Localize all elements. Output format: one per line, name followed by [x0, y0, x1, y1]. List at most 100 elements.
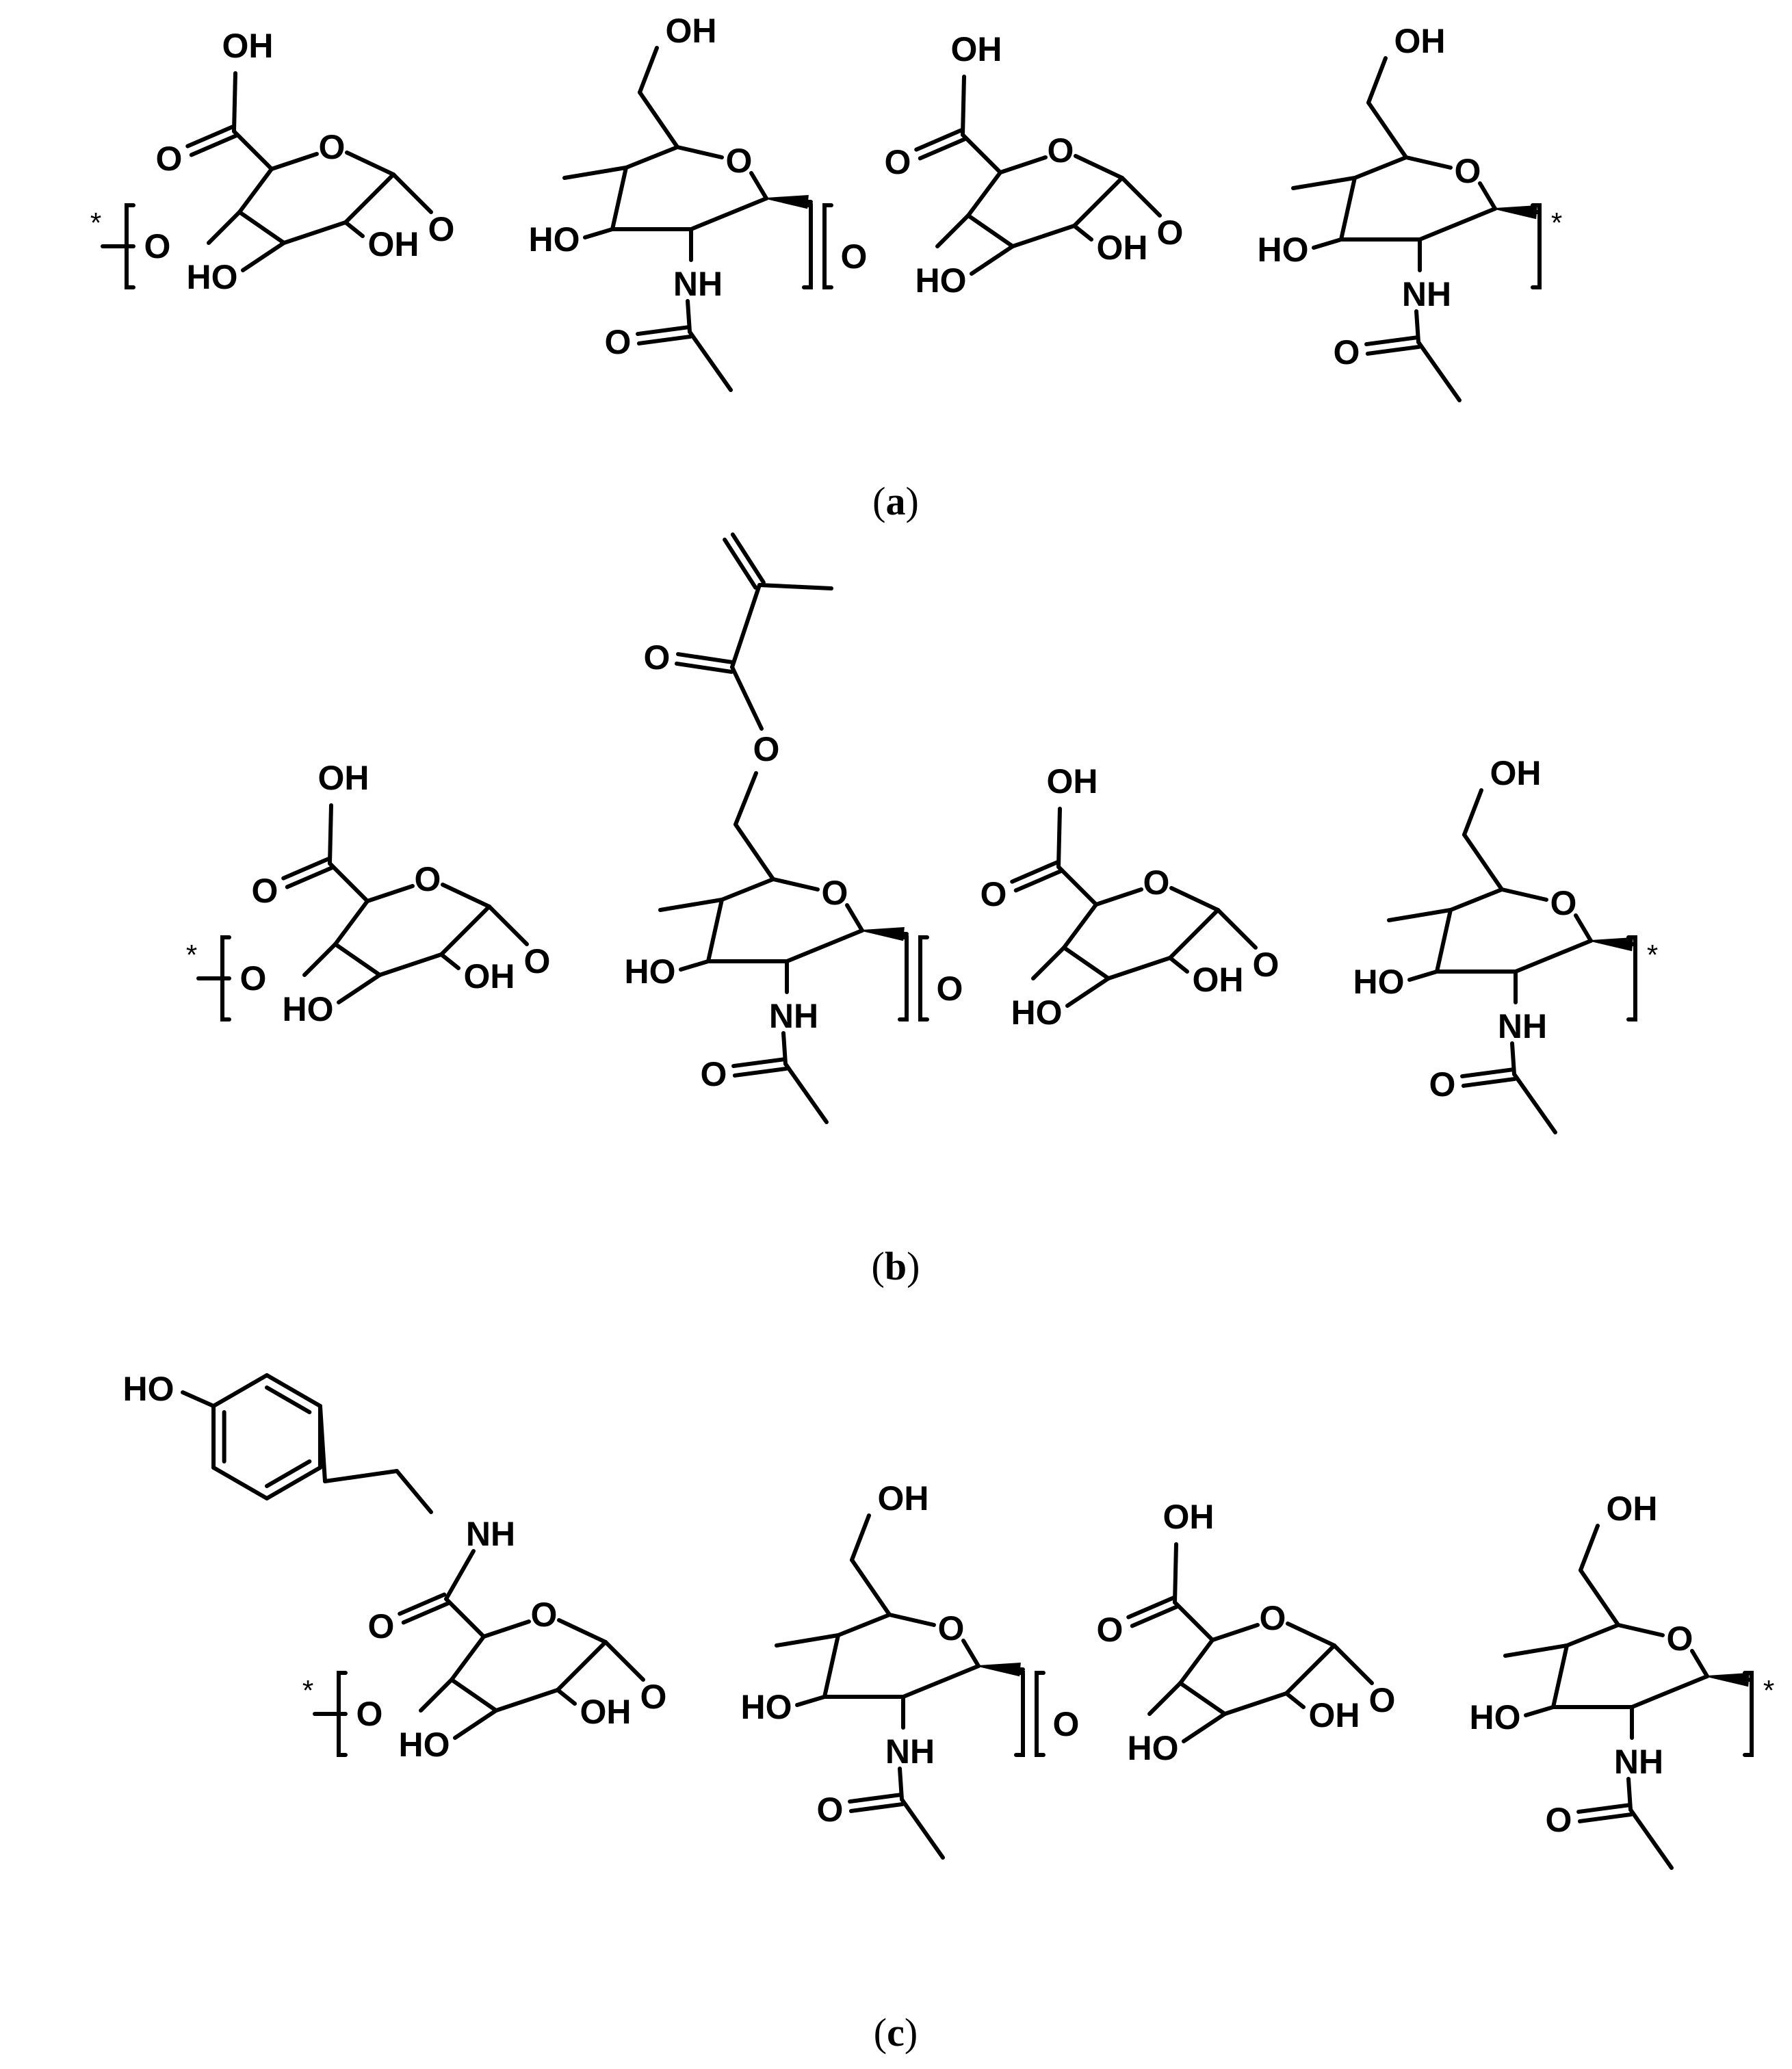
ring-oxygen: O — [1550, 884, 1577, 922]
amide-bond — [444, 1549, 476, 1601]
ring-bond — [610, 166, 628, 231]
carboxyl-bond — [961, 75, 966, 137]
ring-bond — [1574, 913, 1593, 943]
ring-bond — [1169, 886, 1220, 912]
carbonyl-double-bond — [1013, 869, 1063, 893]
methyl-bond — [688, 330, 733, 392]
hydroxyl-bond — [1284, 1691, 1306, 1709]
phenol-bond — [181, 1390, 216, 1408]
amide-nh: NH — [673, 265, 723, 303]
ring-bond — [1168, 908, 1220, 960]
glycosidic-bond — [1332, 1643, 1374, 1685]
carbonyl-double-bond — [1126, 1596, 1176, 1619]
hydroxyl-oh: OH — [464, 957, 515, 996]
carbonyl-oxygen: O — [252, 872, 278, 910]
ring-bond — [845, 903, 864, 933]
hydroxymethyl-oh: OH — [1607, 1489, 1658, 1528]
ring-bond — [1072, 176, 1124, 228]
repeat-bracket — [337, 1671, 348, 1757]
glycosidic-oxygen: O — [1157, 213, 1184, 252]
ring-bond — [1435, 908, 1453, 974]
ester-bond — [733, 771, 758, 827]
panel-label-a: (a) — [872, 479, 919, 523]
phenol-ho: HO — [123, 1370, 174, 1408]
carbonyl-double-bond — [1010, 860, 1059, 884]
ring-bond — [556, 1640, 608, 1692]
ethyl-bond — [395, 1469, 433, 1514]
ring-bond — [282, 220, 348, 245]
ring-bond — [365, 884, 415, 903]
ring-bond — [706, 898, 724, 963]
ch2-bond — [1366, 101, 1408, 159]
ring-bond — [836, 1613, 892, 1637]
glycosidic-oxygen: O — [640, 1678, 667, 1716]
bridging-oxygen: O — [356, 1695, 383, 1733]
end-group-star: * — [1763, 1674, 1774, 1706]
ring-bond — [1418, 207, 1497, 242]
ethyl-bond — [323, 1469, 399, 1483]
ring-bond — [343, 172, 395, 224]
carboxyl-bond — [1173, 1542, 1178, 1604]
hydroxyl-ho: HO — [283, 990, 334, 1028]
glycosidic-bond — [1503, 1643, 1569, 1658]
methyl-bond — [783, 1062, 829, 1124]
hydroxyl-bond — [343, 220, 365, 238]
repeat-bracket — [1531, 203, 1542, 289]
carbonyl-double-bond — [185, 125, 235, 148]
amide-nh: NH — [1498, 1007, 1547, 1045]
ring-bond — [1565, 1623, 1620, 1648]
hydroxyl-ho: HO — [399, 1726, 450, 1764]
carbonyl-double-bond — [636, 334, 692, 346]
hydroxyl-oh: OH — [580, 1693, 632, 1731]
ring-bond — [1210, 1623, 1260, 1642]
carbonyl-double-bond — [1460, 1067, 1516, 1079]
glycosidic-bond — [391, 172, 433, 214]
carbonyl-double-bond — [731, 1057, 788, 1069]
end-group-star: * — [1551, 207, 1562, 239]
amide-nh: NH — [885, 1732, 935, 1771]
glycosidic-oxygen: O — [1253, 946, 1280, 984]
hydroxyl-bond — [453, 1708, 498, 1740]
ring-bond — [1616, 1623, 1665, 1637]
ring-bond — [439, 905, 491, 957]
glycosidic-bond — [1216, 908, 1258, 950]
carbonyl-bond — [961, 133, 1002, 174]
ring-bond — [1514, 939, 1593, 974]
ring-oxygen: O — [938, 1609, 965, 1648]
vinyl-double-bond — [730, 532, 766, 585]
methyl-bond — [1416, 340, 1462, 402]
carbonyl-double-bond — [1130, 1604, 1179, 1628]
glycosidic-bond — [1031, 946, 1066, 980]
hydroxymethyl-oh: OH — [878, 1479, 929, 1518]
ring-bond — [1500, 887, 1548, 902]
bridging-oxygen: O — [841, 237, 868, 276]
glycosidic-bond — [1291, 176, 1357, 190]
vinyl-double-bond — [723, 537, 758, 590]
methyl-bond — [900, 1797, 945, 1860]
hydroxyl-bond — [1407, 970, 1439, 982]
repeat-bracket — [1626, 935, 1637, 1022]
aromatic-bond — [265, 1466, 322, 1500]
ring-bond — [966, 170, 1002, 218]
glycosidic-bond — [935, 213, 970, 248]
hydroxyl-bond — [439, 952, 460, 970]
carboxyl-oh: OH — [1047, 762, 1098, 801]
hydroxyl-ho: HO — [1011, 993, 1063, 1032]
hydroxyl-bond — [1065, 976, 1111, 1008]
ring-bond — [720, 877, 775, 902]
carbonyl-double-bond — [914, 128, 963, 152]
hydroxyl-ho: HO — [1128, 1729, 1179, 1767]
hydroxymethyl-bond — [1462, 788, 1483, 837]
ring-bond — [1404, 155, 1453, 170]
aromatic-bond — [211, 1373, 269, 1408]
ring-bond — [482, 1619, 531, 1639]
hydroxyl-bond — [1182, 1712, 1227, 1743]
glycosidic-bond — [1120, 176, 1162, 218]
glycosidic-oxygen: O — [428, 210, 455, 248]
aromatic-inner-bond — [265, 1385, 312, 1414]
end-group-star: * — [186, 939, 197, 971]
repeat-bracket — [220, 935, 231, 1022]
carboxyl-oh: OH — [1163, 1498, 1215, 1536]
ring-oxygen: O — [1143, 863, 1170, 902]
